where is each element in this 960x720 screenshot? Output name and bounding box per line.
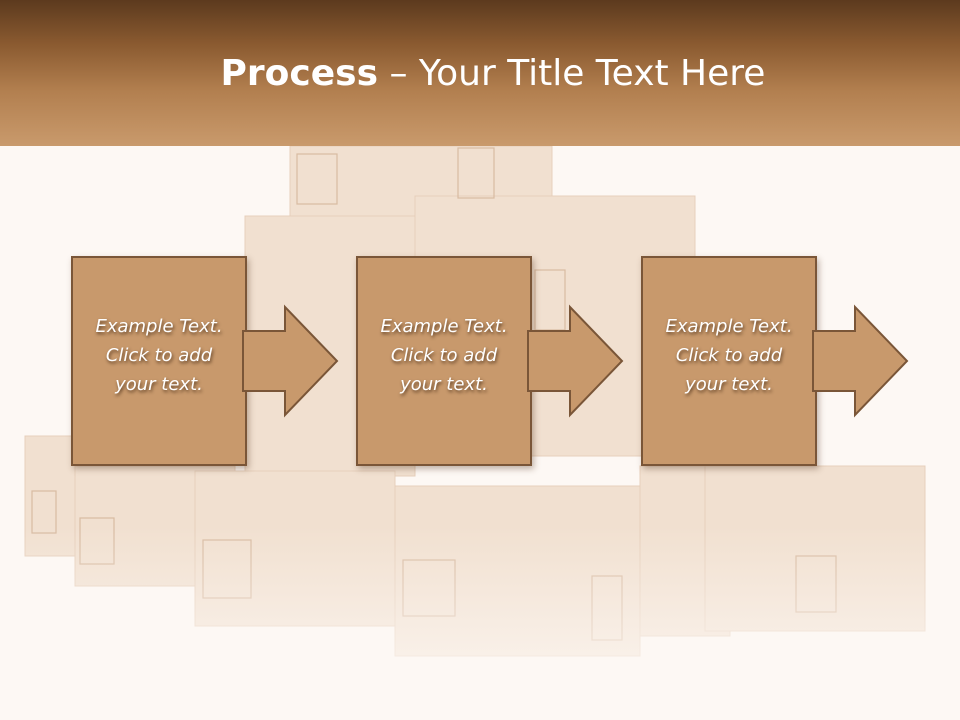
process-step-3[interactable]: Example Text. Click to add your text.: [641, 256, 817, 466]
process-step-1[interactable]: Example Text. Click to add your text.: [71, 256, 247, 466]
process-step-2[interactable]: Example Text. Click to add your text.: [356, 256, 532, 466]
arrow-right-icon: [242, 304, 339, 418]
title-bar: [0, 0, 960, 146]
arrow-right-icon: [527, 304, 624, 418]
slide-title[interactable]: Process – Your Title Text Here: [0, 50, 960, 98]
title-rest: – Your Title Text Here: [378, 53, 766, 94]
title-bold: Process: [220, 53, 379, 94]
step-3-text[interactable]: Example Text. Click to add your text.: [665, 316, 793, 395]
arrow-right-icon: [812, 304, 909, 418]
step-2-text[interactable]: Example Text. Click to add your text.: [380, 316, 508, 395]
step-1-text[interactable]: Example Text. Click to add your text.: [95, 316, 223, 395]
